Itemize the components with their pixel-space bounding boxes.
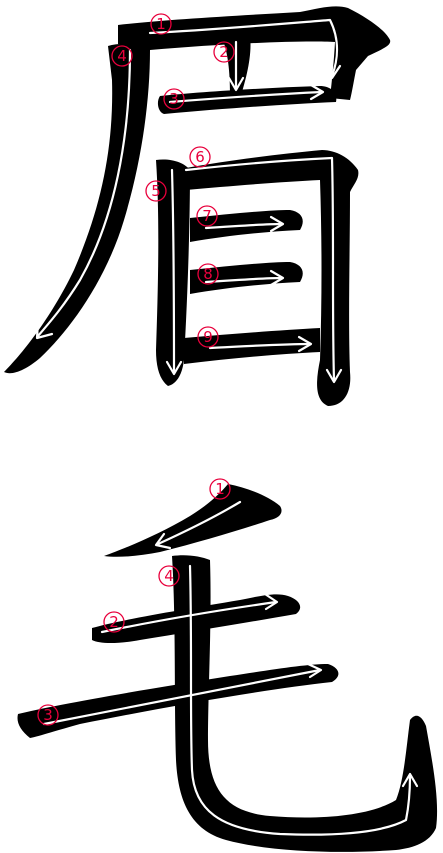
stroke-number: 1 [209, 478, 231, 500]
stroke-number: 9 [197, 326, 219, 348]
stroke-number: 8 [197, 263, 219, 285]
stroke-number: 5 [145, 180, 167, 202]
mei-guides [35, 18, 343, 384]
mei-stroke-numbers: 1 2 3 4 5 6 7 [111, 13, 235, 348]
mei-stroke-1 [118, 6, 391, 100]
stroke-number: 4 [111, 45, 133, 67]
stroke-number: 6 [189, 146, 211, 168]
svg-text:3: 3 [169, 90, 179, 108]
svg-text:1: 1 [156, 15, 166, 33]
mou-stroke-4 [172, 555, 438, 852]
svg-text:9: 9 [203, 328, 213, 346]
svg-text:2: 2 [109, 613, 119, 631]
mou-stroke-1 [104, 484, 282, 557]
mei-stroke-8 [190, 262, 303, 294]
svg-text:6: 6 [195, 148, 205, 166]
stroke-number: 4 [158, 565, 180, 587]
stroke-number: 3 [37, 704, 59, 726]
character-mou: 1 2 3 4 [17, 478, 438, 852]
stroke-number: 7 [196, 205, 218, 227]
stroke-number: 3 [163, 88, 185, 110]
svg-text:4: 4 [164, 567, 174, 585]
svg-text:4: 4 [117, 47, 127, 65]
svg-text:1: 1 [215, 480, 225, 498]
mou-guides [42, 500, 419, 836]
character-mei: 1 2 3 4 5 6 7 [4, 6, 391, 406]
mei-stroke-6 [186, 150, 359, 406]
svg-text:7: 7 [202, 207, 212, 225]
stroke-number: 1 [150, 13, 172, 35]
svg-text:2: 2 [219, 43, 229, 61]
svg-text:8: 8 [203, 265, 213, 283]
stroke-number: 2 [103, 611, 125, 633]
mou-stroke-numbers: 1 2 3 4 [37, 478, 231, 726]
mei-stroke-4 [4, 43, 150, 374]
svg-text:3: 3 [43, 706, 53, 724]
stroke-number: 2 [213, 41, 235, 63]
svg-text:5: 5 [151, 182, 161, 200]
